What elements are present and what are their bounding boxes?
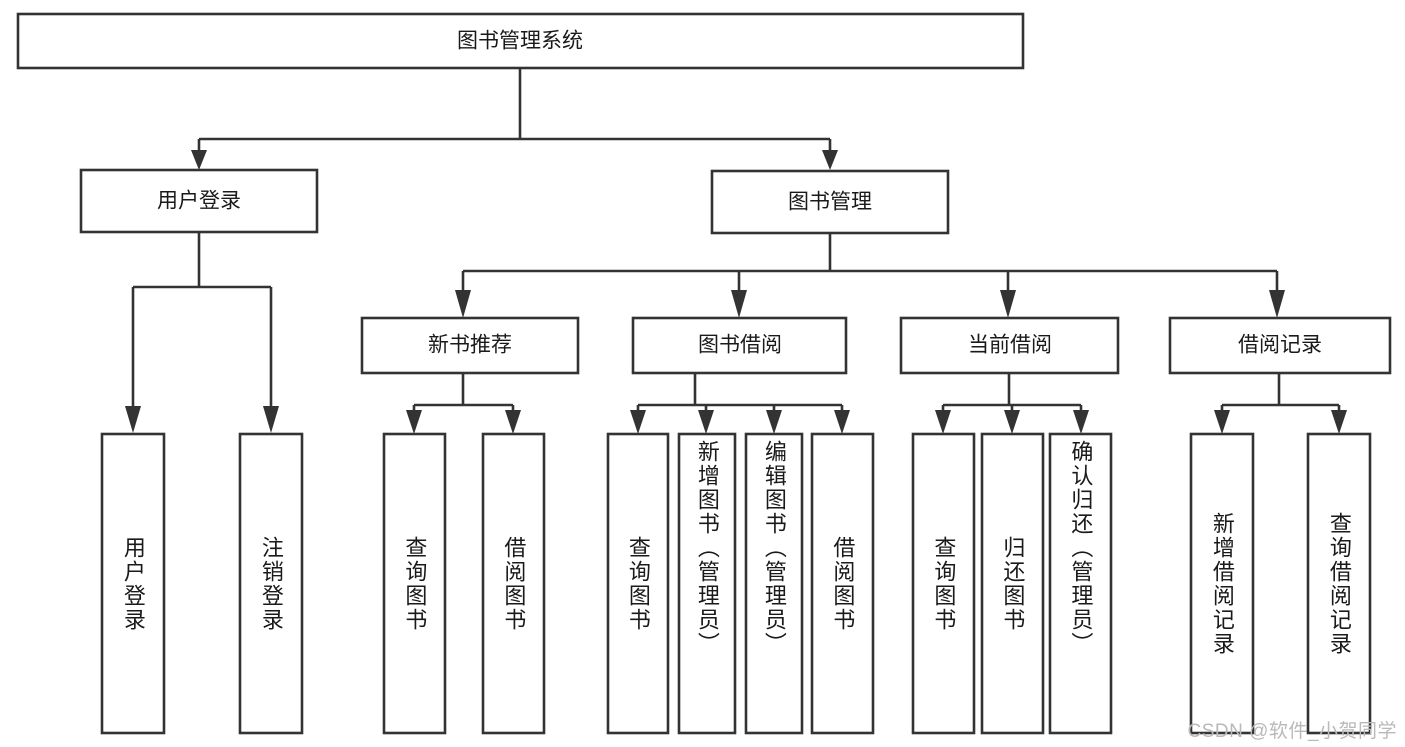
leaf-label-return-book: 归还图书	[1000, 535, 1026, 632]
leaf-label-query-book-2: 查询图书	[625, 535, 651, 632]
node-box-leaf-4[interactable]	[606, 432, 670, 735]
leaf-label-confirm-return-admin: 确认归还（管理员）	[1068, 440, 1094, 656]
node-label-root: 图书管理系统	[457, 30, 583, 53]
node-box-leaf-12[interactable]	[1306, 432, 1372, 735]
leaf-label-borrow-book-1: 借阅图书	[501, 535, 527, 632]
arrow-cu-c1	[935, 410, 951, 434]
arrow-bo-c1	[630, 410, 646, 434]
arrow-re-c1	[1214, 410, 1230, 434]
arrow-root-to-bookmgmt	[822, 150, 838, 170]
node-label-book-borrow: 图书借阅	[698, 334, 782, 357]
node-box-user-login[interactable]	[79, 168, 319, 234]
leaf-label-borrow-book-2: 借阅图书	[830, 535, 856, 632]
leaf-label-query-book-1: 查询图书	[402, 535, 428, 632]
arrow-bm-c3	[1000, 290, 1016, 318]
arrow-login-leaf1	[125, 406, 141, 433]
node-box-leaf-1[interactable]	[238, 432, 304, 735]
node-label-current-borrow: 当前借阅	[968, 334, 1052, 357]
leaf-label-add-book-admin: 新增图书（管理员）	[694, 440, 720, 656]
leaf-label-query-borrow-record: 查询借阅记录	[1326, 511, 1352, 656]
node-box-book-management[interactable]	[710, 169, 950, 235]
node-label-new-book-recommend: 新书推荐	[428, 334, 512, 357]
arrow-root-to-login	[191, 150, 207, 170]
nodes-group: 图书管理系统 用户登录 图书管理 新书推荐 图书借阅 当前借阅 借阅记录	[16, 12, 1392, 735]
node-box-leaf-8[interactable]	[911, 432, 976, 735]
arrow-bm-c1	[455, 290, 471, 318]
node-label-user-login: 用户登录	[157, 190, 241, 213]
arrow-cu-c2	[1004, 410, 1020, 434]
arrow-re-c2	[1331, 410, 1347, 434]
leaf-label-edit-book-admin: 编辑图书（管理员）	[761, 440, 787, 656]
node-box-book-borrow[interactable]	[631, 316, 848, 375]
arrow-bo-c4	[834, 410, 850, 434]
node-label-book-management: 图书管理	[788, 191, 872, 214]
node-box-leaf-6[interactable]	[744, 432, 804, 735]
node-box-leaf-7[interactable]	[810, 432, 875, 735]
arrow-bm-c4	[1269, 290, 1285, 318]
node-box-leaf-5[interactable]	[677, 432, 737, 735]
node-box-leaf-9[interactable]	[980, 432, 1045, 735]
node-box-leaf-2[interactable]	[382, 432, 447, 735]
arrow-nb-c2	[505, 410, 521, 434]
leaf-label-logout: 注销登录	[258, 535, 284, 632]
node-label-borrow-record: 借阅记录	[1238, 334, 1322, 357]
node-box-leaf-10[interactable]	[1048, 432, 1113, 735]
arrow-bm-c2	[731, 290, 747, 318]
node-box-current-borrow[interactable]	[899, 316, 1120, 375]
node-box-root[interactable]	[16, 12, 1025, 70]
node-box-leaf-3[interactable]	[481, 432, 546, 735]
leaf-label-add-borrow-record: 新增借阅记录	[1209, 511, 1235, 656]
arrow-bo-c2	[698, 410, 714, 434]
node-box-borrow-record[interactable]	[1168, 316, 1392, 375]
leaf-label-query-book-3: 查询图书	[931, 535, 957, 632]
edges-group	[125, 68, 1347, 434]
arrow-bo-c3	[766, 410, 782, 434]
node-box-leaf-11[interactable]	[1189, 432, 1255, 735]
node-box-new-book-recommend[interactable]	[360, 316, 580, 375]
watermark-text: CSDN @软件_小贺同学	[1187, 721, 1397, 742]
node-box-leaf-0[interactable]	[100, 432, 166, 735]
arrow-cu-c3	[1073, 410, 1089, 434]
leaf-label-user-login: 用户登录	[120, 535, 146, 632]
arrow-login-leaf2	[263, 406, 279, 433]
arrow-nb-c1	[406, 410, 422, 434]
